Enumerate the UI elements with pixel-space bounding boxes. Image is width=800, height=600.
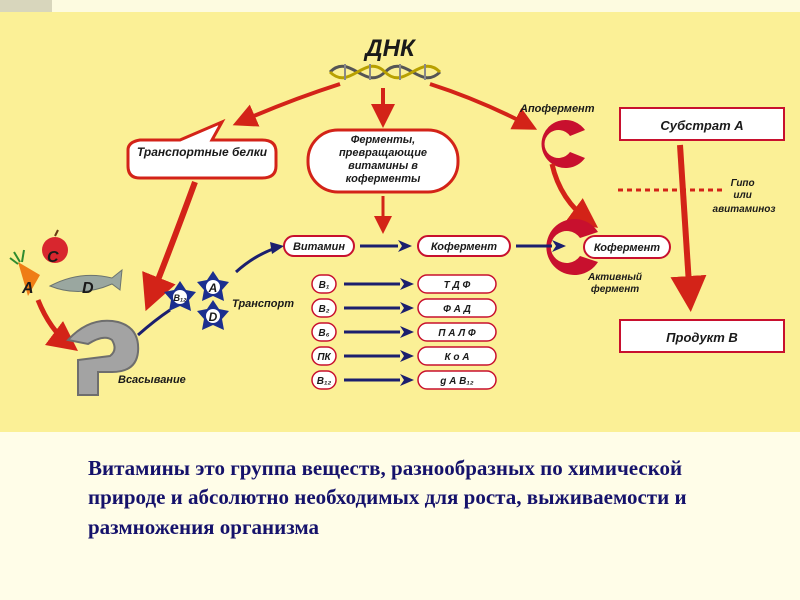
coenzyme-item-box: [417, 370, 497, 390]
substrate-product-arrow: [670, 144, 707, 312]
coenzyme-item-label: g А В₁₂: [439, 376, 474, 387]
carrot-icon: [18, 262, 40, 296]
hypo-label: Гипо или авитаминоз: [713, 178, 776, 215]
coenzyme-item-box: [417, 346, 497, 366]
active-enzyme: [546, 219, 671, 275]
vitamin-row-arrowhead: [400, 374, 414, 386]
food-arrow: [35, 299, 78, 352]
apoenzyme-shape: [541, 119, 585, 168]
apple-icon: [42, 237, 68, 263]
carrier-vitamin-arrow: [235, 246, 277, 274]
carrier-letter: B₁₂: [173, 293, 187, 303]
transport-proteins-label: Транспортные белки: [137, 145, 268, 159]
food-letter: С: [47, 249, 59, 266]
vitamin-item-label: B₁: [319, 280, 330, 291]
product-box: [619, 319, 785, 353]
absorption-carrier-arrow: [137, 308, 171, 337]
vitamin-item-label: B₁₂: [317, 376, 332, 387]
coenzyme-item-box: [417, 274, 497, 294]
hypo-label-line: Гипо: [731, 178, 755, 189]
vitamin-item-box: [311, 298, 337, 318]
vitamin-row-arrowhead: [400, 350, 414, 362]
transport-proteins-node: Транспортные белки: [126, 118, 278, 180]
food-letter: А: [21, 280, 34, 297]
vitamin-item-box: [311, 370, 337, 390]
coenzyme-item-box: [417, 322, 497, 342]
transport-label: Транспорт: [232, 298, 294, 310]
carrier-b12: B₁₂: [164, 281, 196, 311]
vitamin-label: Витамин: [293, 241, 345, 253]
dna-arrows: [232, 82, 538, 130]
slide-top-bar: [0, 0, 800, 12]
vitamin-item-label: ПК: [317, 352, 331, 363]
carrier-letter: D: [209, 310, 218, 324]
vitamin-row-arrowhead: [400, 302, 414, 314]
active-coenzyme-label: Кофермент: [594, 242, 660, 254]
apoenzyme-arrow: [549, 163, 599, 228]
apoenzyme-label: Апофермент: [519, 103, 595, 115]
carrier-vitamin-arrowhead: [270, 242, 284, 254]
vitamin-row-arrowhead: [400, 278, 414, 290]
vitamin-item-box: [311, 322, 337, 342]
carrot-leaves-icon: [9, 249, 25, 265]
active-enzyme-label: Активный фермент: [587, 272, 643, 295]
vitamin-metabolism-diagram: ДНК Транспортные белки Ферменты, превращ…: [9, 35, 785, 396]
food-icons: С А D: [9, 229, 123, 297]
coenzyme-item-box: [417, 298, 497, 318]
diagram-panel: ДНК Транспортные белки Ферменты, превращ…: [0, 12, 800, 432]
carrier-letter: A: [208, 281, 218, 295]
product-label: Продукт В: [666, 330, 738, 345]
enzymes-label: Ферменты, превращающие витамины в коферм…: [338, 134, 428, 185]
hypo-label-line: авитаминоз: [713, 204, 776, 215]
enzymes-node: Ферменты, превращающие витамины в коферм…: [306, 128, 460, 194]
vitamin-item-box: [311, 346, 337, 366]
dna-label: ДНК: [363, 35, 417, 62]
coenzyme-item-label: Т Д Ф: [444, 280, 471, 291]
substrate-box: [619, 107, 785, 141]
apple-stem-icon: [54, 229, 59, 237]
intestine-icon: [66, 319, 140, 396]
carrier-a: A: [197, 271, 229, 301]
coenzyme-item-label: К о А: [444, 352, 469, 363]
food-letter: D: [82, 280, 94, 297]
coenzyme-item-label: П А Л Ф: [438, 328, 476, 339]
coenzyme-label: Кофермент: [431, 241, 497, 253]
corner-decoration: [0, 0, 52, 12]
vitamin-row-arrowhead: [400, 326, 414, 338]
vitamin-item-label: B₂: [318, 304, 329, 315]
substrate-label: Субстрат А: [660, 118, 743, 133]
vitamin-coenzyme-list: B₁ Т Д Ф B₂ Ф А Д B₆ П А Л Ф ПК К о А B₁₂ g А В₁₂: [311, 274, 497, 390]
coenzyme-active-arrowhead: [552, 240, 566, 252]
vitamin-item-box: [311, 274, 337, 294]
hypo-label-line: или: [733, 190, 751, 201]
fish-icon: [48, 268, 123, 293]
dna-helix-icon: [328, 64, 442, 80]
vitamin-item-label: B₆: [318, 328, 329, 339]
carrier-proteins: B₁₂ A D: [164, 271, 229, 330]
absorption-label: Всасывание: [118, 374, 186, 386]
vitamin-coenzyme-arrowhead: [398, 240, 412, 252]
transport-proteins-arrow: [142, 180, 198, 312]
transport-proteins-line: Транспортные белки: [137, 145, 268, 159]
coenzyme-item-label: Ф А Д: [443, 304, 471, 315]
carrier-d: D: [197, 300, 229, 330]
coenzyme-box: [417, 235, 511, 257]
caption-text: Витамины это группа веществ, разнообразн…: [88, 456, 687, 539]
